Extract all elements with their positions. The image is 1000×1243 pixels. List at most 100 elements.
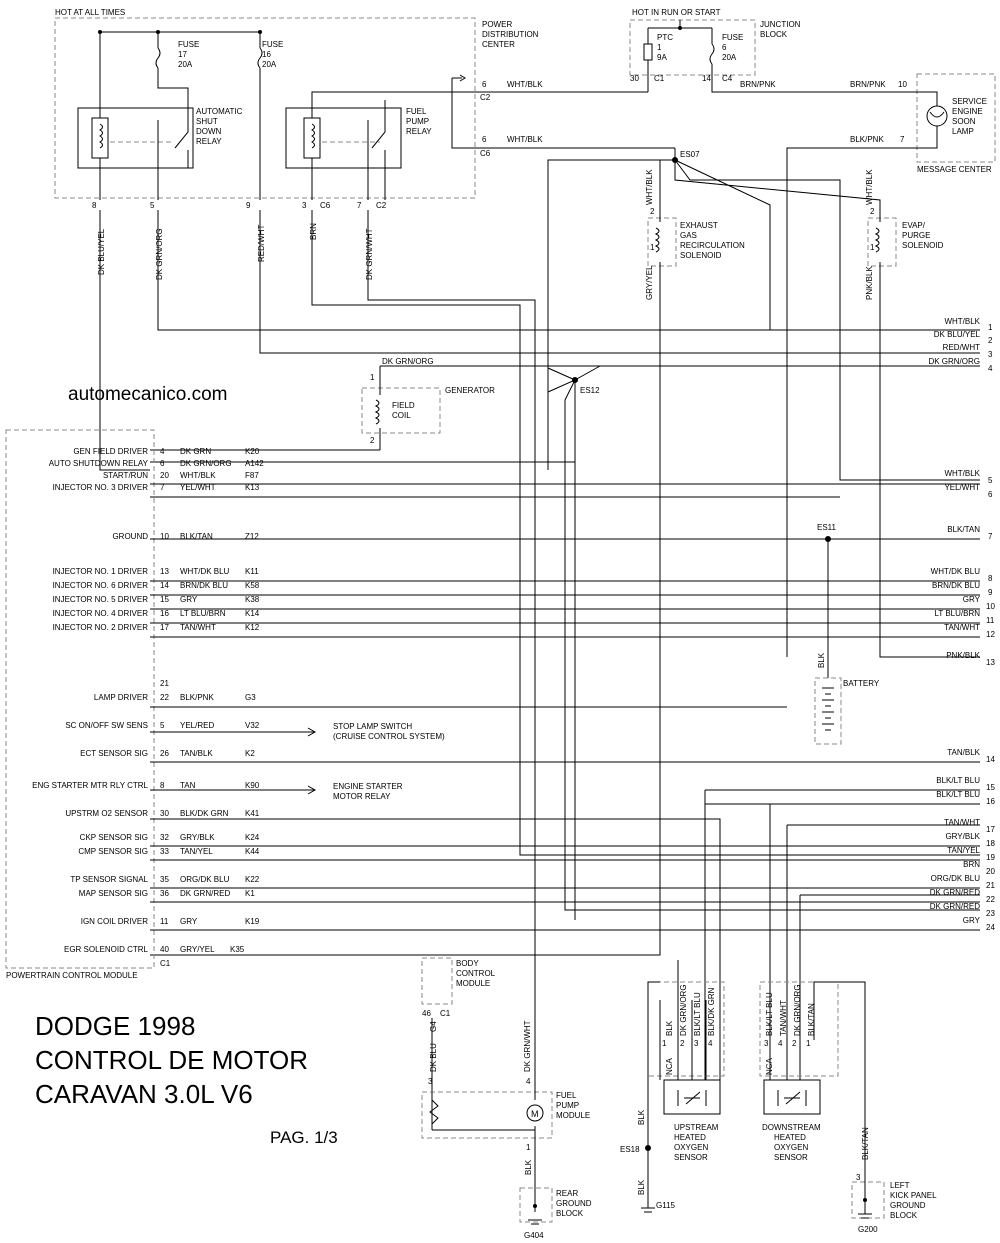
pcm-pin-number: 11 xyxy=(160,917,169,926)
connector-number: 19 xyxy=(986,853,995,862)
title-line-2: CONTROL DE MOTOR xyxy=(35,1045,308,1075)
downstream-o2-label: SENSOR xyxy=(774,1153,808,1162)
o2-sensor-icon xyxy=(777,1090,807,1106)
rear-ground-block: REAR GROUND BLOCK G404 xyxy=(519,1187,592,1240)
pcm-pin-number: 8 xyxy=(160,781,165,790)
pcm-pin-label: START/RUN xyxy=(103,471,148,480)
upstream-o2-label: UPSTREAM xyxy=(674,1123,719,1132)
o2-pin: 3 xyxy=(764,1039,769,1048)
hot-at-all-times: HOT AT ALL TIMES xyxy=(55,8,125,17)
fuse-17-label: 17 xyxy=(178,50,187,59)
ptc-label: PTC xyxy=(657,33,673,42)
bcm-label: MODULE xyxy=(456,979,490,988)
pcm-wire-color: ORG/DK BLU xyxy=(180,875,230,884)
wire-label: BLK/TAN xyxy=(947,525,980,534)
wire-label: WHT/DK BLU xyxy=(931,567,981,576)
wire-gry-yel xyxy=(150,290,661,956)
o2-pin: 2 xyxy=(792,1039,797,1048)
kick-panel-label: GROUND xyxy=(890,1201,926,1210)
wire-label: BLK/LT BLU xyxy=(693,992,702,1036)
ptc-label: 9A xyxy=(657,53,667,62)
wire-label: ORG/DK BLU xyxy=(931,874,981,883)
fpm-pin: 4 xyxy=(526,1077,531,1086)
ground-id: G404 xyxy=(524,1231,544,1240)
pcm-pin-label: MAP SENSOR SIG xyxy=(79,889,148,898)
msg-pin: 7 xyxy=(900,135,905,144)
pcm-pin-number: 5 xyxy=(160,721,165,730)
pcm-pin-number: 21 xyxy=(160,679,169,688)
connector-number: 1 xyxy=(988,323,993,332)
asd-relay-label: DOWN xyxy=(196,127,222,136)
pcm-pin-label: INJECTOR NO. 2 DRIVER xyxy=(53,623,149,632)
pdc-pin: 8 xyxy=(92,201,97,210)
wire-label: DK GRN/WHT xyxy=(365,228,374,280)
pdc-pin: 3 xyxy=(302,201,307,210)
gen-pin: 1 xyxy=(370,373,375,382)
pdc-output-wires: DK BLU/YEL DK GRN/ORG RED/WHT BRN DK GRN… xyxy=(97,210,980,1080)
connector-number: 16 xyxy=(986,797,995,806)
pdc-label: DISTRIBUTION xyxy=(482,30,539,39)
pcm-circuit-id: G3 xyxy=(245,693,256,702)
wire-label: BLK xyxy=(637,1179,646,1195)
evap-pin: 1 xyxy=(870,243,875,252)
connector-number: 12 xyxy=(986,630,995,639)
bcm-circuit: G4 xyxy=(429,1021,438,1032)
connector-number: 5 xyxy=(988,476,993,485)
wire-label: DK GRN/ORG xyxy=(382,357,434,366)
battery: BATTERY xyxy=(814,677,880,745)
pcm-pin-label: SC ON/OFF SW SENS xyxy=(65,721,148,730)
right-connector-numbers: 1 2 3 4 5 6 7 8 9 10 11 12 13 14 15 16 1… xyxy=(986,323,995,932)
wire-label: TAN/BLK xyxy=(947,748,980,757)
pcm-circuit-id: K2 xyxy=(245,749,255,758)
pcm-pin-label: CMP SENSOR SIG xyxy=(78,847,148,856)
pcm-circuit-id: K90 xyxy=(245,781,260,790)
wire-label: TAN/WHT xyxy=(779,1000,788,1036)
wire-label: GRY xyxy=(963,916,981,925)
egr-label: EXHAUST xyxy=(680,221,718,230)
pcm-circuit-id: K41 xyxy=(245,809,260,818)
pcm-label: POWERTRAIN CONTROL MODULE xyxy=(6,971,138,980)
egr-label: RECIRCULATION xyxy=(680,241,745,250)
wire-label: RED/WHT xyxy=(257,225,266,262)
bcm-label: BODY xyxy=(456,959,479,968)
pcm-wire-color: GRY xyxy=(180,917,198,926)
pcm-wire-color: TAN xyxy=(180,781,196,790)
lamp-icon xyxy=(926,105,948,127)
wire-label: TAN/YEL xyxy=(947,846,980,855)
pcm-pin-label: LAMP DRIVER xyxy=(94,693,148,702)
generator-label: GENERATOR xyxy=(445,386,495,395)
generator: 1 2 FIELD COIL GENERATOR DK GRN/ORG xyxy=(361,357,495,450)
pcm-circuit-id: K35 xyxy=(230,945,245,954)
pcm-wire-color: BRN/DK BLU xyxy=(180,581,228,590)
pcm-wire-color: BLK/PNK xyxy=(180,693,214,702)
connector-number: 15 xyxy=(986,783,995,792)
pcm-pin-number: 32 xyxy=(160,833,169,842)
wire-label: GRY xyxy=(963,595,981,604)
watermark: automecanico.com xyxy=(68,384,227,405)
fuse-16-label: FUSE xyxy=(262,40,283,49)
fuel-pump-module: DK BLU DK GRN/WHT 3 4 1 M FUEL PUMP MODU… xyxy=(421,1020,590,1212)
connector-number: 20 xyxy=(986,867,995,876)
downstream-o2-sensor: BLK/LT BLU TAN/WHT DK GRN/ORG BLK/TAN 3 … xyxy=(759,981,866,1180)
battery-label: BATTERY xyxy=(843,679,880,688)
pcm-circuit-id: K58 xyxy=(245,581,260,590)
pcm-pin-number: 13 xyxy=(160,567,169,576)
pdc-label: CENTER xyxy=(482,40,515,49)
motor-icon xyxy=(526,1104,544,1122)
pcm-circuit-id: K19 xyxy=(245,917,260,926)
bcm-connector: C1 xyxy=(440,1009,451,1018)
pcm-pin-number: 10 xyxy=(160,532,169,541)
pcm-wire-color: TAN/YEL xyxy=(180,847,213,856)
connector-number: 13 xyxy=(986,658,995,667)
pdc-pin: 5 xyxy=(150,201,155,210)
connector-number: 11 xyxy=(986,616,995,625)
pcm-pin-number: 16 xyxy=(160,609,169,618)
body-control-module: BODY CONTROL MODULE 46 C1 G4 xyxy=(421,957,496,1092)
fpm-pin: 1 xyxy=(526,1143,531,1152)
pcm-pin-label: IGN COIL DRIVER xyxy=(81,917,148,926)
pcm-pin-label: INJECTOR NO. 3 DRIVER xyxy=(53,483,149,492)
pcm-circuit-id: V32 xyxy=(245,721,260,730)
evap-pin: 2 xyxy=(870,207,875,216)
